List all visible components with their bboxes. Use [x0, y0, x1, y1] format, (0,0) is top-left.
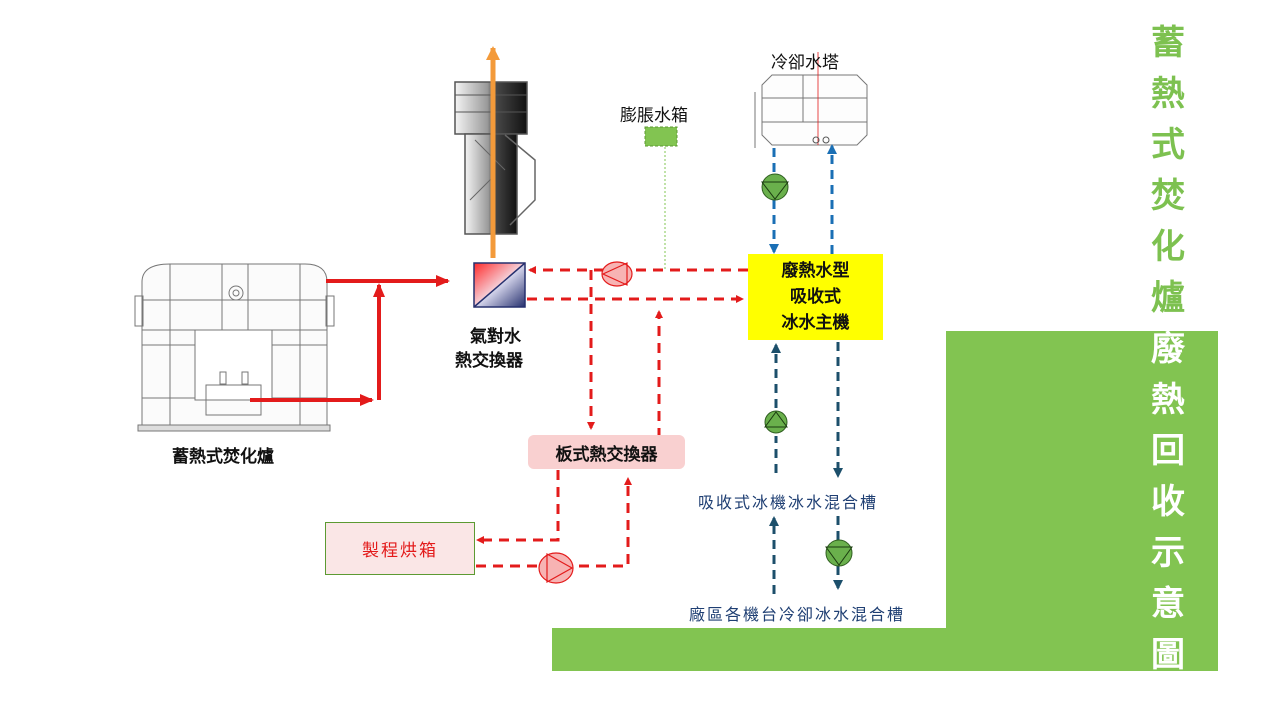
- chiller-label-line3: 冰水主機: [781, 313, 850, 333]
- process-oven-label: 製程烘箱: [362, 541, 438, 561]
- plant-mix-tank-label: 廠區各機台冷卻冰水混合槽: [689, 605, 906, 624]
- incinerator-drawing: [134, 263, 335, 432]
- gas-water-hx-label-line2: 熱交換器: [455, 351, 523, 371]
- gas-water-hx-icon: [473, 262, 526, 308]
- title-char: 蓄: [1151, 23, 1185, 63]
- title-char: 廢: [1151, 329, 1185, 369]
- expansion-tank-icon: [644, 126, 678, 147]
- green-panel: [552, 331, 1218, 671]
- oven-pump-icon: [538, 552, 574, 584]
- incinerator-label: 蓄熱式焚化爐: [172, 447, 274, 467]
- mix-tank-pump-icon: [825, 539, 853, 567]
- absorption-mix-tank-label: 吸收式冰機冰水混合槽: [698, 493, 879, 512]
- title-char: 爐: [1151, 278, 1185, 318]
- plate-hx-box: 板式熱交換器: [528, 435, 685, 469]
- vertical-title: 蓄 熱 式 焚 化 爐 廢 熱 回 收 示 意 圖: [1148, 18, 1188, 681]
- cooling-tower-pump-icon: [760, 173, 790, 201]
- title-char: 意: [1151, 584, 1185, 624]
- title-char: 圖: [1151, 635, 1185, 675]
- expansion-tank-label: 膨脹水箱: [620, 106, 688, 126]
- title-char: 化: [1151, 227, 1185, 267]
- hot-water-pump-icon: [601, 261, 633, 287]
- title-char: 熱: [1151, 74, 1185, 114]
- chilled-water-loop: [769, 342, 843, 594]
- cooling-tower-label: 冷卻水塔: [771, 53, 839, 73]
- title-char: 焚: [1151, 176, 1185, 216]
- chiller-label-line1: 廢熱水型: [781, 261, 850, 281]
- absorption-chiller-box: 廢熱水型 吸收式 冰水主機: [748, 254, 883, 340]
- title-char: 回: [1151, 431, 1185, 471]
- plate-hx-label: 板式熱交換器: [555, 444, 658, 465]
- process-oven-box: 製程烘箱: [325, 522, 475, 575]
- cooling-water-loop: [769, 144, 837, 254]
- hot-gas-pipes: [250, 275, 450, 406]
- hot-water-loop: [476, 266, 748, 568]
- chilled-water-pump-icon: [764, 410, 788, 434]
- cooling-tower-drawing: [754, 52, 868, 148]
- chiller-label-line2: 吸收式: [790, 287, 841, 307]
- title-char: 式: [1151, 125, 1185, 165]
- gas-water-hx-label-line1: 氣對水: [470, 327, 521, 347]
- title-char: 熱: [1151, 380, 1185, 420]
- oven-supply-line: [476, 470, 560, 544]
- title-char: 收: [1151, 482, 1185, 522]
- title-char: 示: [1151, 533, 1185, 573]
